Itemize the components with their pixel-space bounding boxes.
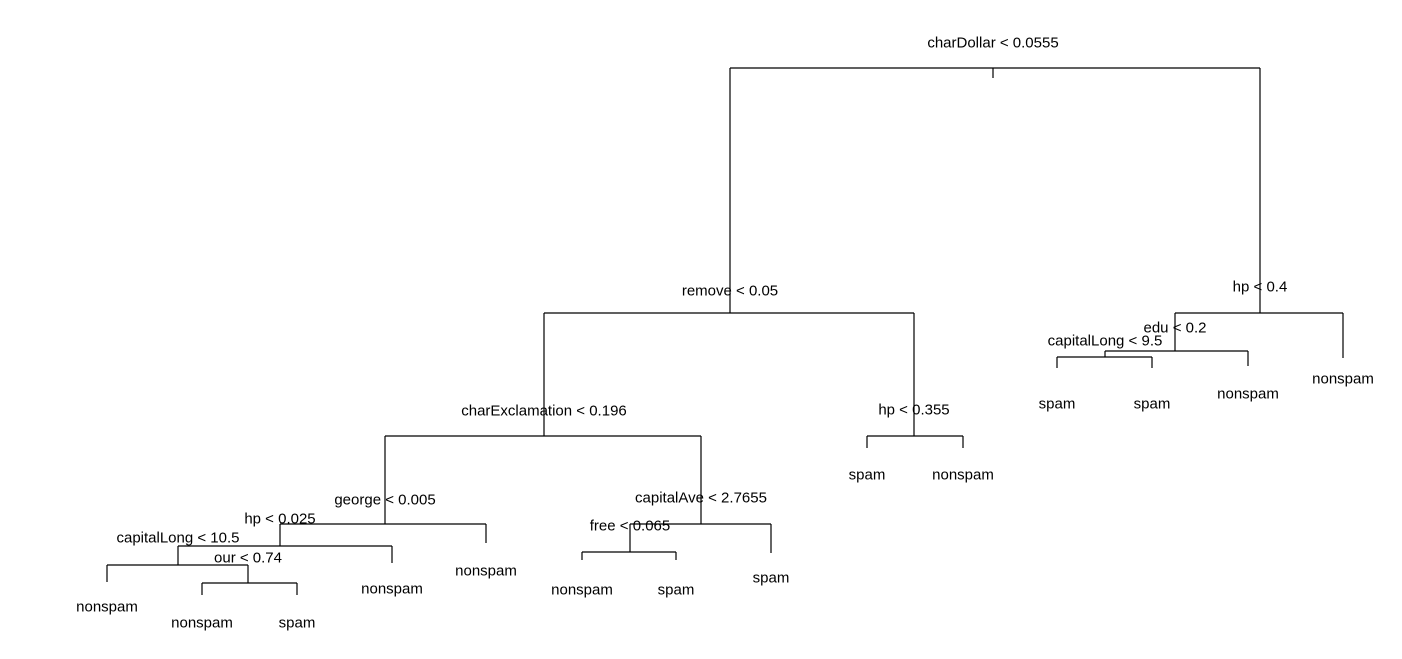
leaf-label: nonspam [455, 563, 517, 580]
split-label: hp < 0.025 [244, 511, 315, 528]
split-label: hp < 0.355 [878, 402, 949, 419]
leaf-label: nonspam [76, 599, 138, 616]
split-label: charDollar < 0.0555 [927, 35, 1058, 52]
leaf-label: nonspam [171, 615, 233, 632]
leaf-label: nonspam [551, 582, 613, 599]
split-label: edu < 0.2 [1144, 320, 1207, 337]
leaf-label: nonspam [932, 467, 994, 484]
leaf-label: spam [849, 467, 886, 484]
split-label: our < 0.74 [214, 550, 282, 567]
leaf-label: spam [1134, 396, 1171, 413]
leaf-label: spam [753, 570, 790, 587]
split-label: charExclamation < 0.196 [461, 403, 627, 420]
leaf-label: spam [1039, 396, 1076, 413]
split-label: capitalLong < 9.5 [1048, 333, 1163, 350]
split-label: remove < 0.05 [682, 283, 778, 300]
split-label: free < 0.065 [590, 518, 670, 535]
split-label: capitalAve < 2.7655 [635, 490, 767, 507]
split-label: hp < 0.4 [1233, 279, 1288, 296]
leaf-label: nonspam [1312, 371, 1374, 388]
split-label: capitalLong < 10.5 [116, 530, 239, 547]
leaf-label: spam [658, 582, 695, 599]
leaf-label: spam [279, 615, 316, 632]
split-label: george < 0.005 [334, 492, 435, 509]
leaf-label: nonspam [1217, 386, 1279, 403]
leaf-label: nonspam [361, 581, 423, 598]
